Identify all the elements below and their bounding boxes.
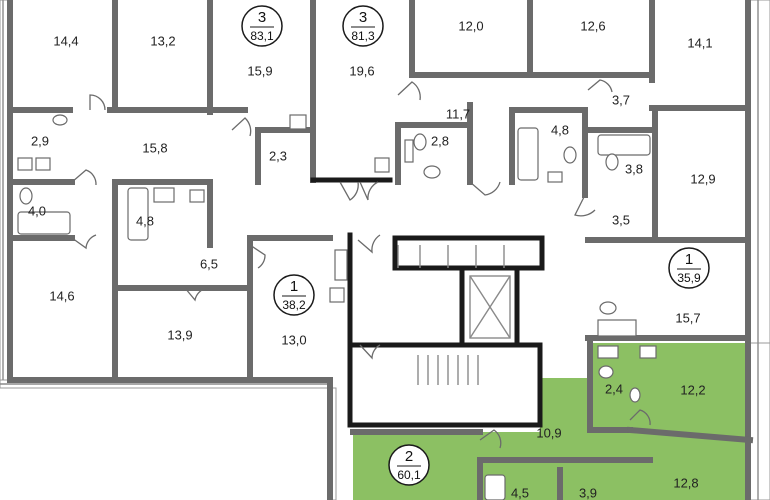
apartment-rooms-count: 3 [258, 9, 266, 26]
room-area-label: 14,1 [687, 35, 712, 50]
apartment-badge[interactable]: 135,9 [668, 247, 710, 289]
core-walls [310, 177, 545, 428]
apartment-rooms-count: 2 [405, 448, 413, 465]
apartment-total-area: 81,3 [351, 29, 375, 43]
interior-walls [7, 0, 751, 383]
apartment-rooms-count: 1 [290, 278, 298, 295]
room-area-label: 12,9 [690, 171, 715, 186]
apartment-badge[interactable]: 381,3 [342, 5, 384, 47]
apartment-total-area: 35,9 [677, 271, 701, 285]
room-area-label: 2,9 [31, 133, 49, 148]
room-area-label: 3,9 [579, 485, 597, 500]
room-area-label: 4,0 [28, 203, 46, 218]
apartment-rooms-count: 3 [359, 9, 367, 26]
room-area-label: 13,0 [281, 332, 306, 347]
apartment-total-area: 38,2 [282, 298, 306, 312]
room-area-label: 11,7 [446, 106, 470, 121]
apartment-total-area: 60,1 [397, 468, 421, 482]
room-area-label: 3,7 [612, 92, 630, 107]
apartment-badge[interactable]: 383,1 [241, 5, 283, 47]
room-area-label: 12,6 [580, 18, 605, 33]
highlight-walls [350, 340, 754, 500]
room-area-label: 12,0 [458, 18, 483, 33]
room-area-label: 15,8 [142, 140, 167, 155]
room-area-label: 12,2 [680, 382, 705, 397]
room-area-label: 2,3 [269, 148, 287, 163]
room-area-label: 3,8 [625, 161, 643, 176]
apartment-badge[interactable]: 138,2 [273, 274, 315, 316]
room-area-label: 2,4 [605, 381, 623, 396]
badge-circle [241, 5, 283, 47]
room-area-label: 4,8 [136, 213, 154, 228]
stair-lift-details [397, 245, 511, 385]
room-area-label: 15,9 [247, 63, 272, 78]
room-area-label: 10,9 [536, 425, 561, 440]
room-labels: 14,4 13,2 15,9 19,6 12,0 12,6 14,1 2,9 15,8 2,3 2,… [28, 18, 716, 500]
room-area-label: 13,9 [167, 327, 192, 342]
bathroom-fixtures [17, 114, 657, 500]
room-area-label: 12,8 [673, 475, 698, 490]
room-area-label: 19,6 [349, 63, 374, 78]
room-area-label: 6,5 [200, 256, 218, 271]
room-area-label: 15,7 [675, 310, 700, 325]
room-area-label: 2,8 [431, 133, 449, 148]
apartment-badge[interactable]: 260,1 [388, 444, 430, 486]
apartment-rooms-count: 1 [685, 251, 693, 268]
badge-circle [273, 274, 315, 316]
room-area-label: 4,5 [511, 485, 529, 500]
doors [71, 79, 651, 449]
badge-circle [668, 247, 710, 289]
room-area-label: 14,4 [53, 33, 78, 48]
room-area-label: 4,8 [551, 122, 569, 137]
exterior-walls [7, 0, 751, 500]
room-area-label: 3,5 [612, 212, 630, 227]
badge-circle [342, 5, 384, 47]
apartment-total-area: 83,1 [250, 29, 274, 43]
room-area-label: 13,2 [150, 33, 175, 48]
badge-circle [388, 444, 430, 486]
room-area-label: 14,6 [49, 288, 74, 303]
